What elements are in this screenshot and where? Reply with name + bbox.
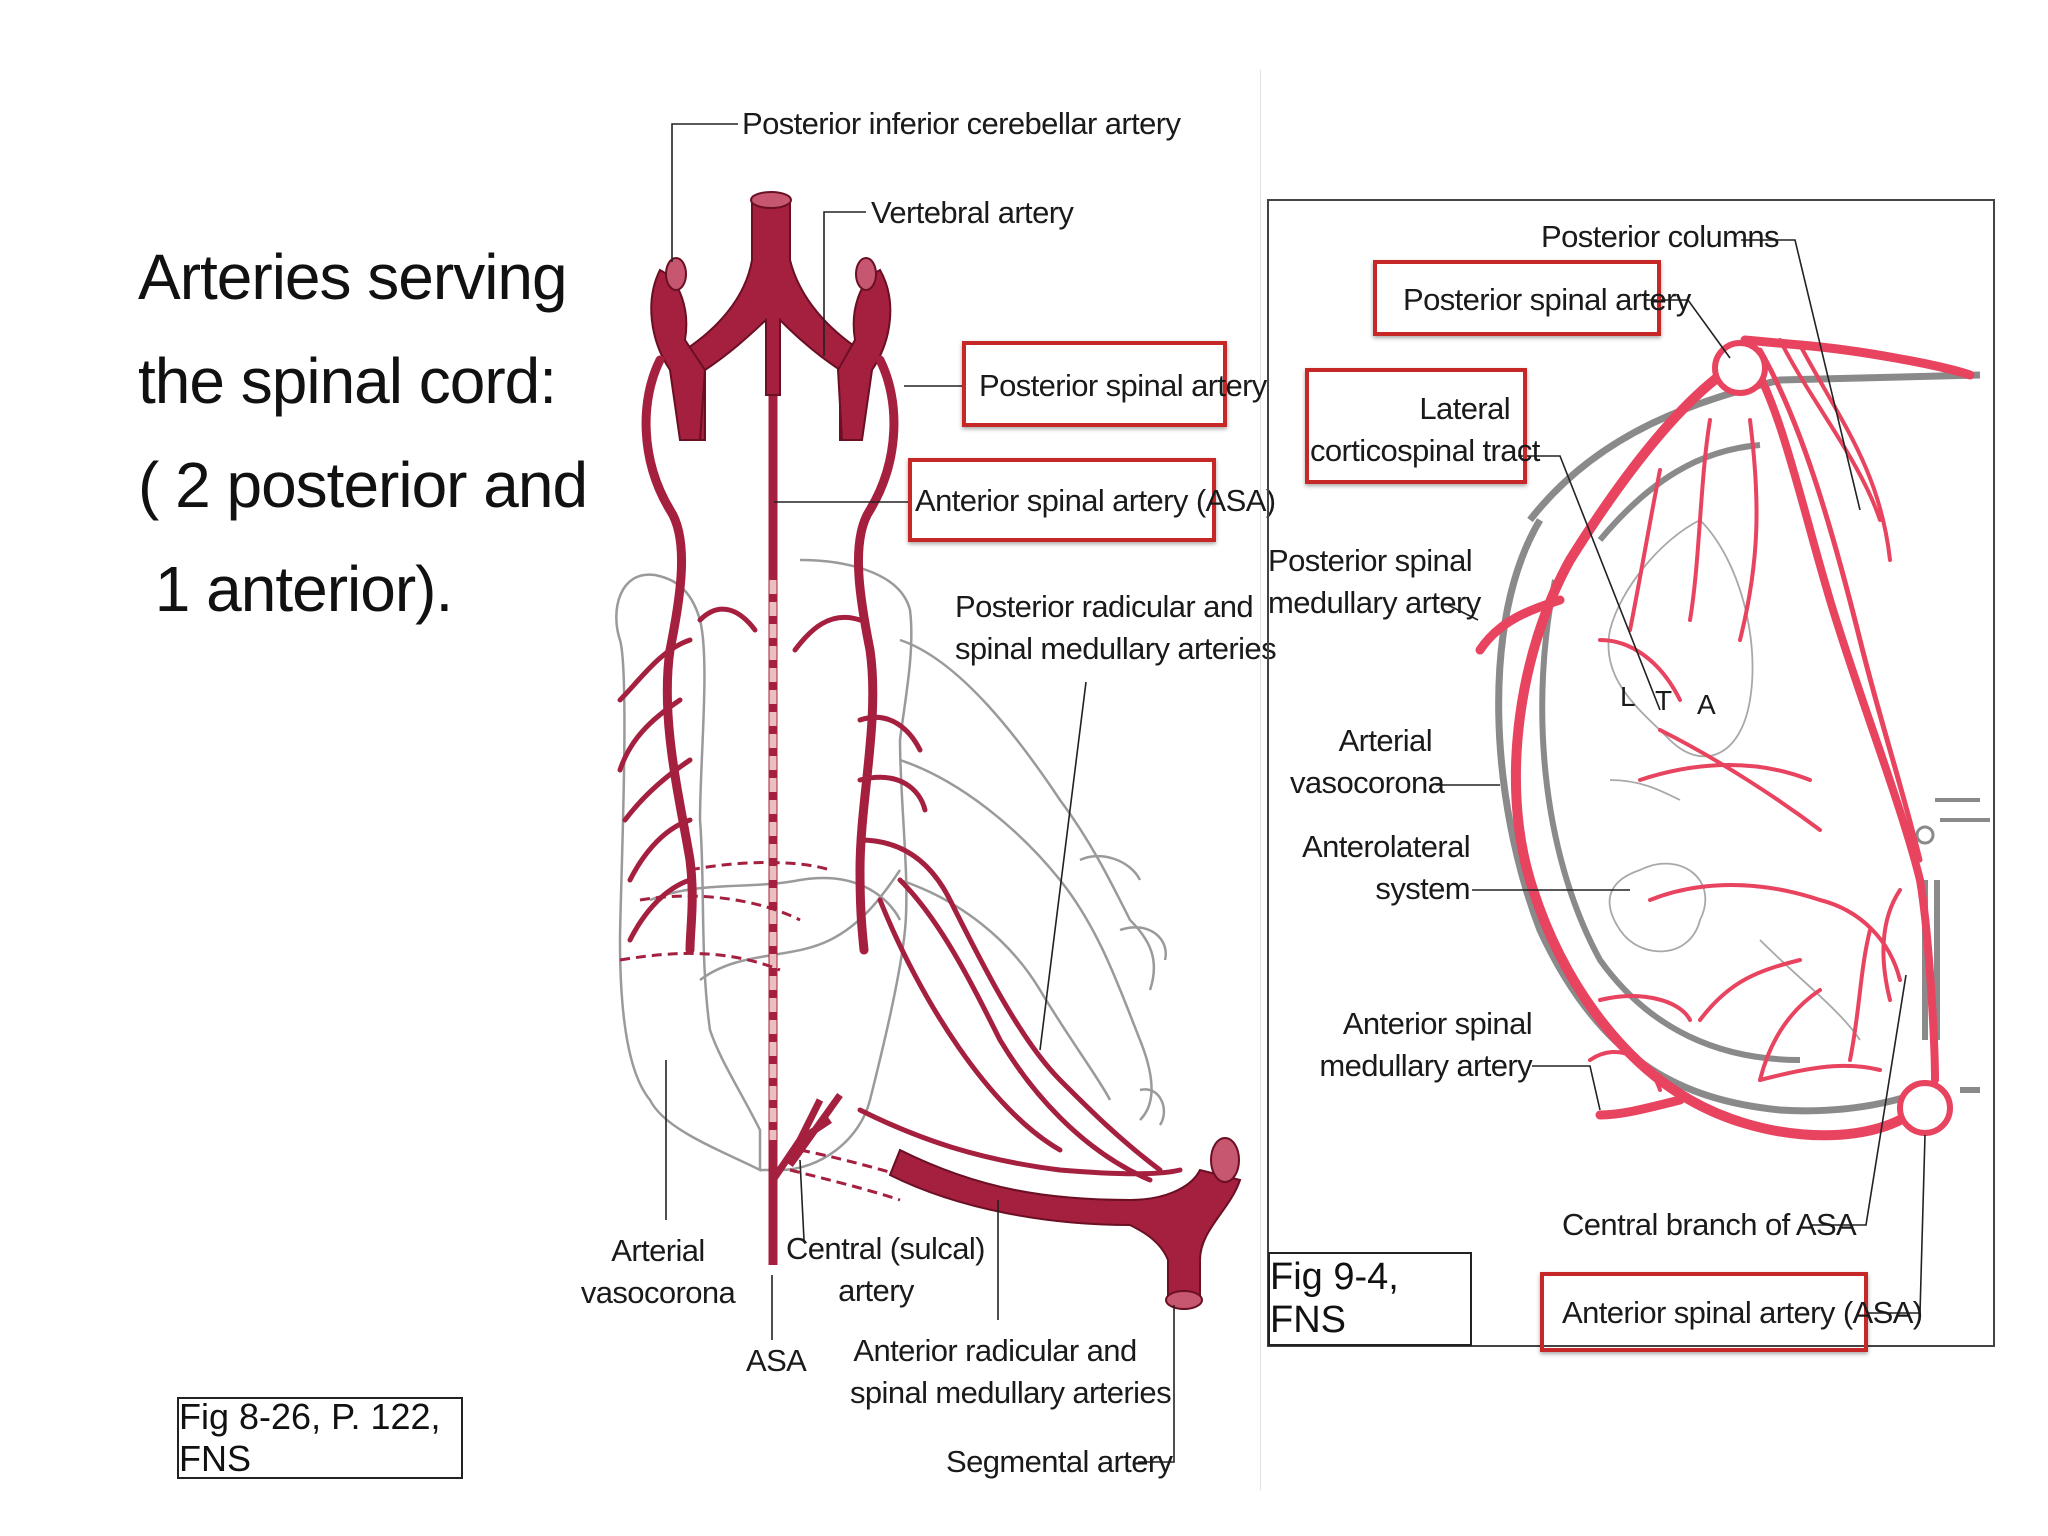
label-anterior-spinal-medullary: Anterior spinal medullary artery — [1310, 1003, 1532, 1087]
label-segmental-artery: Segmental artery — [946, 1444, 1173, 1479]
label-letter-t: T — [1655, 685, 1672, 716]
label-anterior-radicular: Anterior radicular and spinal medullary … — [850, 1330, 1172, 1414]
label-asa-short: ASA — [746, 1343, 807, 1378]
label-lct-line-1: Lateral — [1419, 391, 1510, 426]
fig-left-caption: Fig 8-26, P. 122, FNS — [177, 1396, 463, 1479]
divider — [1260, 70, 1261, 1490]
highlight-left-asa — [908, 458, 1216, 542]
highlight-right-asa — [1540, 1272, 1868, 1352]
label-right-vasocorona: Arterial vasocorona — [1290, 720, 1445, 804]
label-right-psa: Posterior spinal artery — [1403, 282, 1691, 317]
label-posterior-radicular-line-1: Posterior radicular and — [955, 589, 1254, 624]
label-letter-l: L — [1620, 681, 1636, 712]
left-asa-vessel — [768, 395, 843, 1265]
label-lct-line-2: corticospinal tract — [1310, 433, 1540, 468]
title-line-1: Arteries serving — [138, 241, 568, 313]
label-central-sulcal-line-2: artery — [838, 1273, 914, 1308]
title-line-3: ( 2 posterior and — [138, 449, 588, 521]
label-right-vasocorona-line-2: vasocorona — [1290, 765, 1445, 800]
highlight-right-psa — [1373, 260, 1661, 336]
left-vasocorona-branches — [617, 606, 1183, 1183]
label-vertebral-artery: Vertebral artery — [871, 195, 1074, 230]
left-segmental-artery — [888, 1137, 1242, 1310]
highlight-lateral-corticospinal-tract — [1305, 368, 1527, 484]
left-vertebral-vessels — [650, 191, 892, 441]
right-gray-matter-outline — [1495, 371, 1990, 1115]
fig-right-caption: Fig 9-4, FNS — [1268, 1252, 1472, 1346]
highlight-left-psa — [962, 341, 1227, 427]
label-central-sulcal-line-1: Central (sulcal) — [786, 1231, 985, 1266]
title-line-2: the spinal cord: — [138, 345, 557, 417]
right-asa-circle — [1897, 1080, 1953, 1136]
left-dashed-branches — [619, 861, 921, 1202]
label-anterolateral-line-1: Anterolateral — [1302, 829, 1471, 864]
label-anterior-radicular-line-2: spinal medullary arteries — [850, 1375, 1172, 1410]
slide-title: Arteries serving the spinal cord: ( 2 po… — [138, 225, 588, 641]
label-psma-line-1: Posterior spinal — [1268, 543, 1473, 578]
label-posterior-spinal-medullary: Posterior spinal medullary artery — [1268, 540, 1481, 624]
label-posterior-radicular-line-2: spinal medullary arteries — [955, 631, 1277, 666]
label-anterior-radicular-line-1: Anterior radicular and — [853, 1333, 1137, 1368]
label-central-sulcal: Central (sulcal) artery — [786, 1228, 985, 1312]
label-left-asa: Anterior spinal artery (ASA) — [915, 483, 1276, 518]
label-right-asa: Anterior spinal artery (ASA) — [1562, 1295, 1923, 1330]
label-left-vasocorona-line-1: Arterial — [611, 1233, 705, 1268]
label-anterolateral-line-2: system — [1375, 871, 1470, 906]
right-artery-network — [1475, 335, 1975, 1141]
right-psa-circle — [1712, 340, 1768, 396]
label-left-vasocorona-line-2: vasocorona — [580, 1275, 736, 1310]
label-pica: Posterior inferior cerebellar artery — [742, 106, 1181, 141]
title-line-4: 1 anterior). — [138, 553, 453, 625]
label-lateral-corticospinal-tract: Lateral corticospinal tract — [1310, 388, 1540, 472]
label-left-vasocorona: Arterial vasocorona — [578, 1230, 738, 1314]
fig-left-caption-text: Fig 8-26, P. 122, FNS — [179, 1396, 441, 1479]
left-leader-lines — [665, 123, 1175, 1463]
fig-right-caption-text: Fig 9-4, FNS — [1270, 1256, 1399, 1341]
left-spinal-artery-diagram — [615, 123, 1242, 1463]
label-posterior-columns: Posterior columns — [1541, 219, 1780, 254]
label-right-vasocorona-line-1: Arterial — [1338, 723, 1433, 758]
label-asma-line-1: Anterior spinal — [1342, 1006, 1533, 1041]
label-left-psa: Posterior spinal artery — [979, 368, 1267, 403]
label-posterior-radicular: Posterior radicular and spinal medullary… — [955, 586, 1277, 670]
label-psma-line-2: medullary artery — [1268, 585, 1481, 620]
right-tract-outlines — [1607, 518, 1861, 1041]
label-asma-line-2: medullary artery — [1319, 1048, 1532, 1083]
label-anterolateral-system: Anterolateral system — [1290, 826, 1471, 910]
label-letter-a: A — [1697, 689, 1716, 720]
label-central-branch-asa: Central branch of ASA — [1562, 1207, 1857, 1242]
